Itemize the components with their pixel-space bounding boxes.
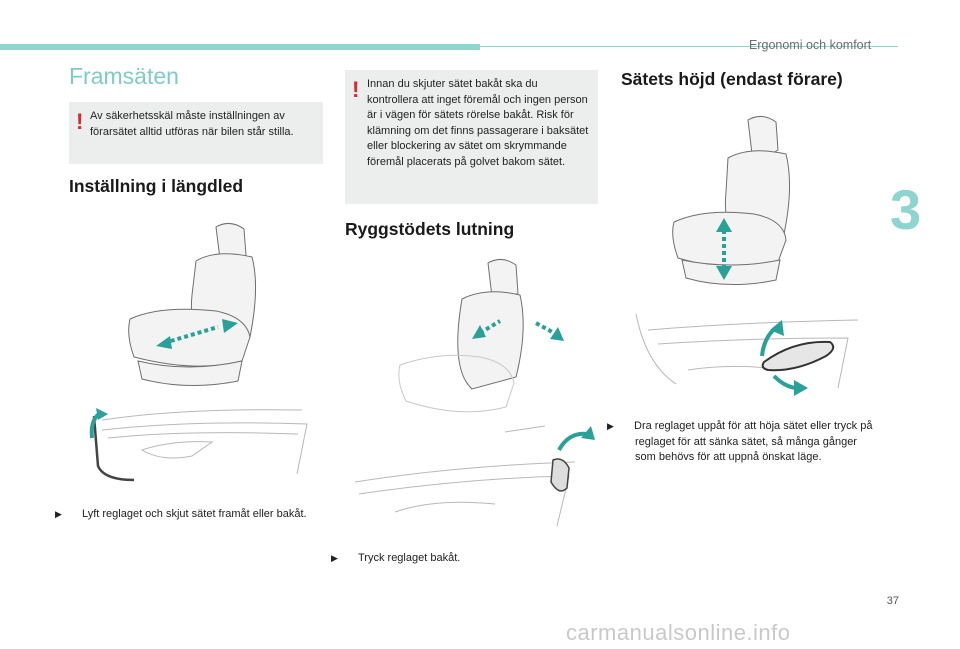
arrow-right-bullet: ▶ [55,509,62,519]
instruction-backrest: ▶ Tryck reglaget bakåt. [331,551,599,567]
chapter-number: 3 [890,178,922,241]
seat-height-illustration [672,116,791,285]
seat-backrest-illustration [398,259,564,413]
instruction-height: ▶ Dra reglaget uppåt för att höja sätet e… [607,419,875,466]
instruction-backrest-text: Tryck reglaget bakåt. [358,552,461,564]
heading-backrest: Ryggstödets lutning [345,219,515,239]
instruction-longitudinal: ▶ Lyft reglaget och skjut sätet framåt el… [55,507,323,523]
arrow-right-bullet: ▶ [331,553,338,563]
header-accent-line [480,46,898,47]
warning-box-middle: ! Innan du skjuter sätet bakåt ska du ko… [345,70,598,204]
heading-height: Sätets höjd (endast förare) [621,69,843,89]
warning-text-left: Av säkerhetsskäl måste inställningen av … [90,110,294,138]
instruction-longitudinal-text: Lyft reglaget och skjut sätet framåt ell… [82,508,307,520]
section-title: Ergonomi och komfort [749,38,872,52]
heading-longitudinal: Inställning i längdled [69,176,244,196]
header-accent-bar [0,44,480,50]
seat-longitudinal-illustration [128,223,257,386]
instruction-height-text: Dra reglaget uppåt för att höja sätet el… [634,420,873,463]
lever-height-illustration [635,313,859,396]
warning-text-middle: Innan du skjuter sätet bakåt ska du kont… [367,78,589,168]
exclamation-icon: ! [76,109,84,134]
page-number: 37 [886,595,899,607]
lever-longitudinal-illustration [89,408,308,482]
warning-box-left: ! Av säkerhetsskäl måste inställningen a… [69,102,323,164]
page-title: Framsäten [69,63,179,89]
watermark-link[interactable]: carmanualsonline.info [566,620,791,645]
exclamation-icon: ! [352,77,360,102]
lever-backrest-illustration [354,425,595,527]
arrow-right-bullet: ▶ [607,421,614,431]
